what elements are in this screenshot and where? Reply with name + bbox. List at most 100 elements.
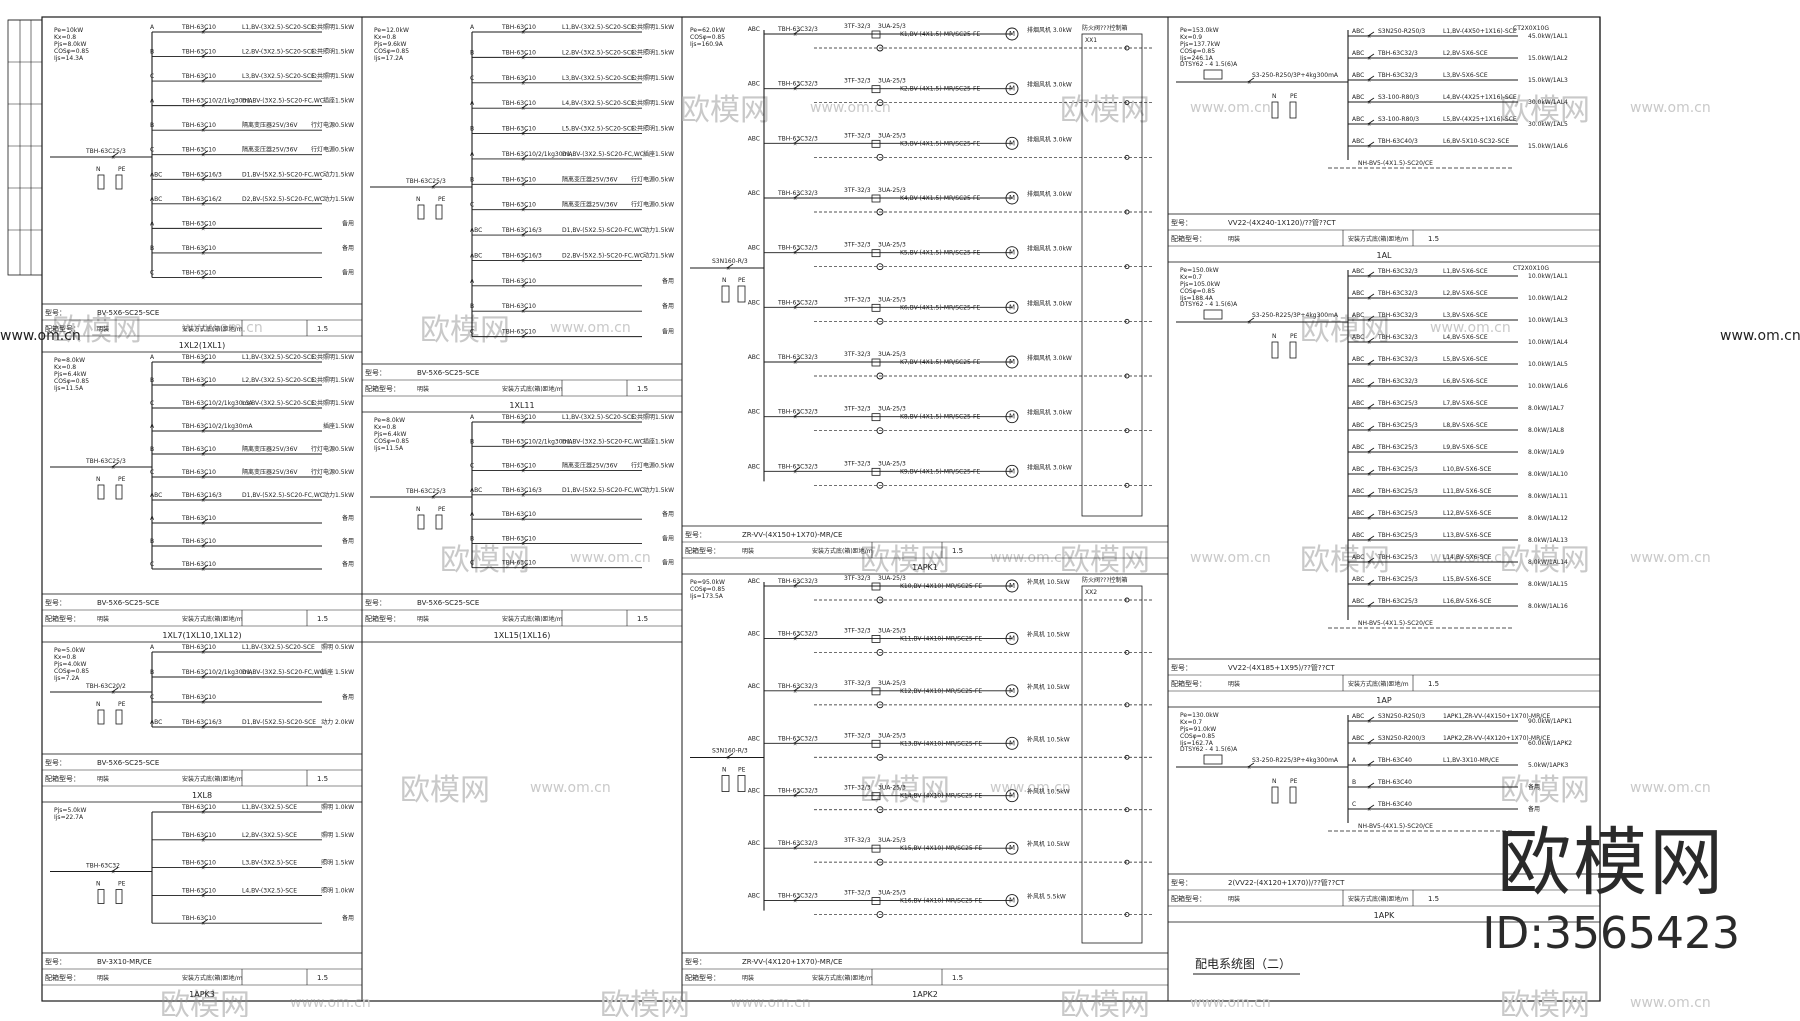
motor-cable: K1,BV-(4X1.5)-MR/SC25-FE xyxy=(900,31,980,38)
branch-breaker-symbol xyxy=(201,697,209,703)
circuit-cable: L3,BV-5X6-SCE xyxy=(1443,72,1488,79)
branch-breaker-symbol xyxy=(201,403,209,409)
panel-name: 1APK xyxy=(1374,911,1395,920)
circuit-phase: A xyxy=(470,24,475,31)
indicator-lamp xyxy=(876,372,884,380)
relay-model: 3UA-25/3 xyxy=(878,78,906,85)
pe-label: PE xyxy=(438,506,446,513)
circuit-phase: ABC xyxy=(1352,356,1364,363)
motor-breaker-symbol xyxy=(793,29,801,35)
indicator-lamp xyxy=(876,701,884,709)
motor-symbol xyxy=(1005,355,1019,369)
branch-breaker-symbol xyxy=(1367,425,1375,431)
motor-letter: M xyxy=(1009,358,1015,366)
spare-circuit-note: NH-BV5-(4X1.5)-SC20/CE xyxy=(1358,620,1433,627)
motor-load: 排烟风机 3.0kW xyxy=(1027,409,1072,417)
circuit-breaker-model: TBH-63C10 xyxy=(181,446,216,453)
main-breaker-symbol xyxy=(431,492,439,498)
signal-terminal xyxy=(1124,754,1130,760)
indicator-lamp xyxy=(876,263,884,271)
circuit-load: 公共照明1.5kW xyxy=(631,413,674,421)
circuit-cable: L11,BV-5X6-SCE xyxy=(1443,488,1492,495)
motor-letter: M xyxy=(1009,413,1015,421)
neutral-label: N xyxy=(722,277,727,284)
circuit-cable: L10,BV-5X6-SCE xyxy=(1443,466,1492,473)
pe-label: PE xyxy=(118,881,126,888)
circuit-load: 行灯电源0.5kW xyxy=(631,201,674,209)
circuit-breaker-model: TBH-63C10 xyxy=(181,832,216,839)
panel-parameter: Pe=10kW xyxy=(54,27,83,34)
neutral-label: N xyxy=(722,767,727,774)
motor-load: 排烟风机 3.0kW xyxy=(1027,81,1072,89)
contactor-coil xyxy=(871,194,881,203)
circuit-cable: L2,BV-5X6-SCE xyxy=(1443,50,1488,57)
footer-model-value: VV22-(4X185+1X95)/??管??CT xyxy=(1228,663,1335,672)
circuit-cable: L7,BV-5X6-SCE xyxy=(1443,400,1488,407)
breaker-cross-mark: × xyxy=(521,517,525,523)
footer-model-label: 型号： xyxy=(365,368,386,377)
motor-symbol xyxy=(1005,894,1019,908)
motor-load: 排烟风机 3.0kW xyxy=(1027,463,1072,471)
breaker-cross-mark: × xyxy=(521,208,525,214)
circuit-breaker-model: TBH-63C10 xyxy=(501,24,536,31)
circuit-cable: L13,BV-5X6-SCE xyxy=(1443,532,1492,539)
motor-load: 补风机 10.5kW xyxy=(1027,735,1070,743)
circuit-phase: A xyxy=(150,24,155,31)
circuit-phase: ABC xyxy=(1352,554,1364,561)
contactor-model: 3TF-32/3 xyxy=(844,187,871,194)
circuit-phase: ABC xyxy=(748,840,760,847)
circuit-breaker-model: TBH-63C10 xyxy=(181,860,216,867)
circuit-phase: A xyxy=(470,511,475,518)
circuit-load: 15.0kW/1AL2 xyxy=(1528,55,1568,62)
motor-letter: M xyxy=(1009,582,1015,590)
footer-model-value: 2(VV22-(4X120+1X70))/??管??CT xyxy=(1228,878,1345,887)
signal-terminal xyxy=(1124,482,1130,488)
circuit-cable: L5,BV-5X6-SCE xyxy=(1443,356,1488,363)
footer-install-value: 明装 xyxy=(417,615,429,623)
footer-install-style: 安装方式底(箱)距地/m xyxy=(1348,235,1409,243)
watermark-brand: 欧模网 xyxy=(1300,543,1390,578)
indicator-lamp xyxy=(876,99,884,107)
motor-breaker-model: TBH-63C32/3 xyxy=(777,788,818,795)
circuit-breaker-model: TBH-63C10 xyxy=(181,515,216,522)
breaker-cross-mark: × xyxy=(201,725,205,731)
footer-model-value: BV-5X6-SC25-SCE xyxy=(97,599,159,607)
circuit-load: 动力1.5kW xyxy=(323,491,354,499)
branch-breaker-symbol xyxy=(201,495,209,501)
circuit-load: 8.0kW/1AL15 xyxy=(1528,581,1568,588)
indicator-lamp xyxy=(876,208,884,216)
footer-install-label: 配箱型号： xyxy=(45,973,80,982)
panel-parameter: Pe=130.0kW xyxy=(1180,712,1219,719)
panel-parameter: Kx=0.7 xyxy=(1180,719,1202,726)
circuit-breaker-model: S3-100-R80/3 xyxy=(1378,94,1419,101)
breaker-cross-mark: × xyxy=(793,196,797,202)
circuit-phase: ABC xyxy=(748,299,760,306)
motor-breaker-model: TBH-63C32/3 xyxy=(777,190,818,197)
circuit-load: 10.0kW/1AL6 xyxy=(1528,383,1568,390)
pe-terminal xyxy=(435,514,443,530)
neutral-terminal xyxy=(97,709,105,725)
circuit-breaker-model: TBH-63C32/3 xyxy=(1377,50,1418,57)
panel-parameter: Ijs=22.7A xyxy=(54,814,84,821)
relay-model: 3UA-25/3 xyxy=(878,627,906,634)
neutral-label: N xyxy=(96,476,101,483)
panel-name: 1APK2 xyxy=(912,990,938,999)
circuit-breaker-model: TBH-63C10 xyxy=(181,538,216,545)
motor-cable: K10,BV-(4X10)-MR/SC25-FE xyxy=(900,583,982,590)
main-breaker-symbol xyxy=(111,687,119,693)
circuit-cable: L4,BV-5X6-SCE xyxy=(1443,334,1488,341)
motor-symbol xyxy=(1005,789,1019,803)
circuit-breaker-model: TBH-63C10 xyxy=(501,278,536,285)
relay-model: 3UA-25/3 xyxy=(878,890,906,897)
circuit-phase: B xyxy=(470,49,474,56)
branch-breaker-symbol xyxy=(521,27,529,33)
circuit-load: 动力1.5kW xyxy=(643,226,674,234)
contactor-coil xyxy=(871,30,881,39)
breaker-cross-mark: × xyxy=(793,899,797,905)
panel-parameter: Kx=0.8 xyxy=(54,654,76,661)
watermark-site: www.om.cn xyxy=(290,995,371,1011)
branch-breaker-symbol xyxy=(1367,141,1375,147)
pe-terminal xyxy=(435,204,443,220)
breaker-cross-mark: × xyxy=(793,584,797,590)
panel-footer-table xyxy=(41,303,363,353)
